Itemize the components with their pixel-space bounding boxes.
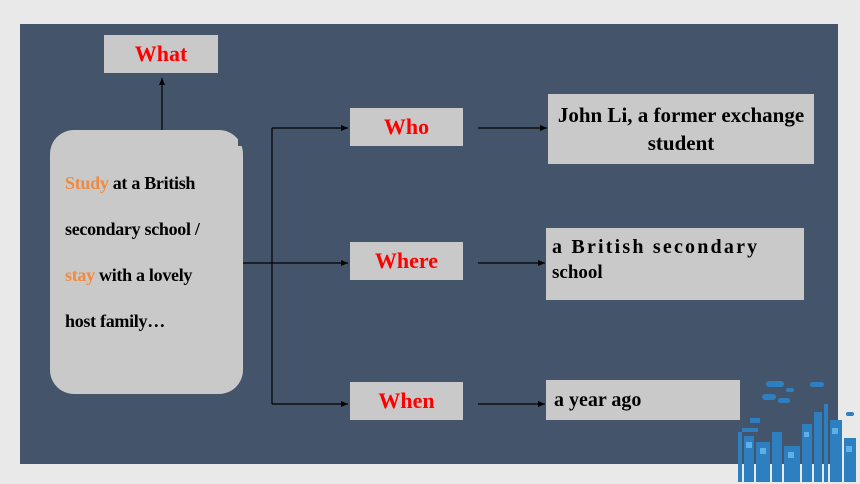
when-label-box: When: [350, 382, 463, 420]
who-label-box: Who: [350, 108, 463, 146]
main-line-4: host family…: [65, 311, 165, 331]
what-label-box: What: [104, 35, 218, 73]
main-activity-box: Study at a British secondary school / st…: [50, 130, 246, 394]
city-skyline-icon: [738, 381, 856, 482]
who-answer: John Li, a former exchange student: [557, 103, 805, 155]
main-text-1: at a British: [108, 173, 196, 193]
main-line-2: secondary school /: [65, 219, 200, 239]
who-label: Who: [383, 114, 430, 139]
highlight-study: Study: [65, 173, 109, 193]
main-box-notch: [238, 130, 246, 146]
where-answer-box: a British secondary school: [546, 228, 804, 300]
highlight-stay: stay: [65, 265, 95, 285]
who-answer-box: John Li, a former exchange student: [548, 94, 814, 164]
where-answer-line-2: school: [552, 262, 603, 283]
where-label-box: Where: [350, 242, 463, 280]
what-label: What: [134, 41, 188, 66]
when-answer-box: a year ago: [546, 380, 740, 420]
when-answer: a year ago: [554, 389, 642, 411]
main-text-3: with a lovely: [94, 265, 193, 285]
main-line-3: stay with a lovely: [65, 252, 243, 298]
where-label: Where: [374, 248, 439, 273]
main-line-1: Study at a British: [65, 160, 243, 206]
where-answer-line-1: a British secondary: [552, 236, 760, 258]
when-label: When: [378, 388, 435, 413]
